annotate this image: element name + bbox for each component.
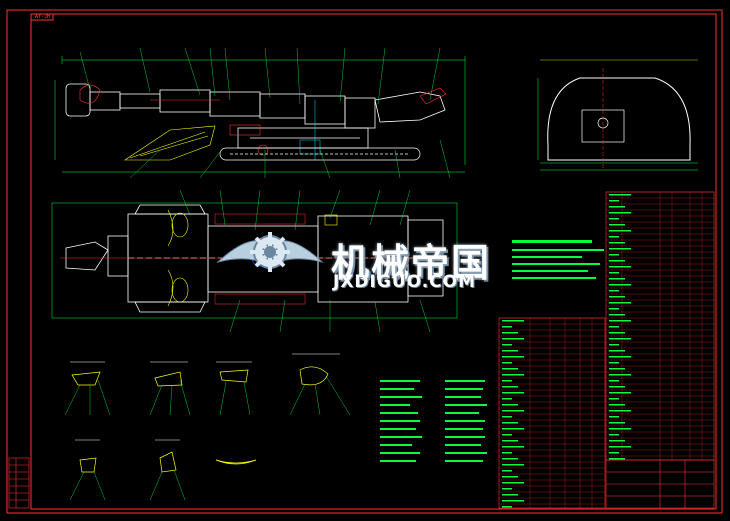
table-cell-text <box>502 320 524 322</box>
table-cell-text <box>609 194 631 196</box>
table-cell-text <box>502 368 518 370</box>
table-cell-text <box>609 224 625 226</box>
table-cell-text <box>502 500 524 502</box>
table-cell-text <box>502 476 518 478</box>
gear-eagle-logo <box>216 232 324 272</box>
title-tab: AY-JH <box>35 14 51 20</box>
table-cell-text <box>609 278 625 280</box>
table-cell-text <box>502 440 518 442</box>
table-cell-text <box>609 206 625 208</box>
table-cell-text <box>609 428 631 430</box>
table-cell-text <box>502 482 524 484</box>
table-cell-text <box>609 440 625 442</box>
table-cell-text <box>502 386 518 388</box>
table-cell-text <box>502 494 518 496</box>
table-cell-text <box>502 446 524 448</box>
parts-list-table-right <box>605 191 715 461</box>
table-cell-text <box>609 452 619 454</box>
table-cell-text <box>609 434 619 436</box>
side-view-machine <box>54 47 466 179</box>
watermark-title: 机械帝国 <box>331 241 492 285</box>
table-cell-text <box>502 416 512 418</box>
table-cell-text <box>609 404 625 406</box>
table-cell-text <box>609 398 619 400</box>
table-cell-text <box>609 374 631 376</box>
table-cell-text <box>609 260 625 262</box>
table-cell-text <box>502 428 524 430</box>
table-cell-text <box>609 218 619 220</box>
table-cell-text <box>609 212 631 214</box>
table-cell-text <box>609 314 625 316</box>
table-cell-text <box>609 392 631 394</box>
table-cell-text <box>502 470 512 472</box>
table-cell-text <box>502 464 524 466</box>
table-cell-text <box>502 392 524 394</box>
parts-list-table-left <box>498 317 606 509</box>
detail-views <box>64 353 351 501</box>
parameter-list <box>380 380 487 462</box>
table-cell-text <box>502 356 524 358</box>
table-cell-text <box>609 338 631 340</box>
table-cell-text <box>609 332 625 334</box>
table-cell-text <box>609 368 625 370</box>
table-cell-text <box>502 398 512 400</box>
table-cell-text <box>609 266 631 268</box>
table-cell-text <box>502 362 512 364</box>
table-cell-text <box>502 374 524 376</box>
table-cell-text <box>609 248 631 250</box>
table-cell-text <box>502 452 512 454</box>
table-cell-text <box>609 416 619 418</box>
table-cell-text <box>609 254 619 256</box>
table-cell-text <box>502 344 512 346</box>
front-view-profile <box>537 59 698 171</box>
table-cell-text <box>502 422 518 424</box>
side-revision-boxes <box>8 457 30 509</box>
table-cell-text <box>609 302 631 304</box>
table-cell-text <box>502 458 518 460</box>
technical-notes <box>512 240 604 279</box>
watermark-subtitle: JXDIGUO.COM <box>333 272 477 292</box>
table-cell-text <box>609 458 625 460</box>
table-cell-text <box>502 380 512 382</box>
table-cell-text <box>609 230 631 232</box>
table-cell-text <box>502 332 518 334</box>
table-cell-text <box>609 308 619 310</box>
table-cell-text <box>609 446 631 448</box>
table-cell-text <box>609 410 631 412</box>
table-cell-text <box>502 488 512 490</box>
table-cell-text <box>502 326 512 328</box>
table-cell-text <box>502 338 524 340</box>
title-block <box>605 459 715 509</box>
table-cell-text <box>609 356 631 358</box>
table-cell-text <box>609 344 619 346</box>
table-cell-text <box>502 506 512 508</box>
table-cell-text <box>609 362 619 364</box>
table-cell-text <box>609 272 619 274</box>
table-cell-text <box>609 284 631 286</box>
table-cell-text <box>609 242 625 244</box>
table-cell-text <box>502 434 512 436</box>
drawing-frame <box>6 9 723 514</box>
table-cell-text <box>502 404 518 406</box>
table-cell-text <box>609 350 625 352</box>
table-cell-text <box>609 200 619 202</box>
table-cell-text <box>609 296 625 298</box>
table-cell-text <box>609 236 619 238</box>
table-cell-text <box>502 350 518 352</box>
table-cell-text <box>609 326 619 328</box>
table-cell-text <box>609 320 631 322</box>
table-cell-text <box>609 380 619 382</box>
table-cell-text <box>609 422 625 424</box>
table-cell-text <box>609 386 625 388</box>
table-cell-text <box>502 410 524 412</box>
table-cell-text <box>609 290 619 292</box>
